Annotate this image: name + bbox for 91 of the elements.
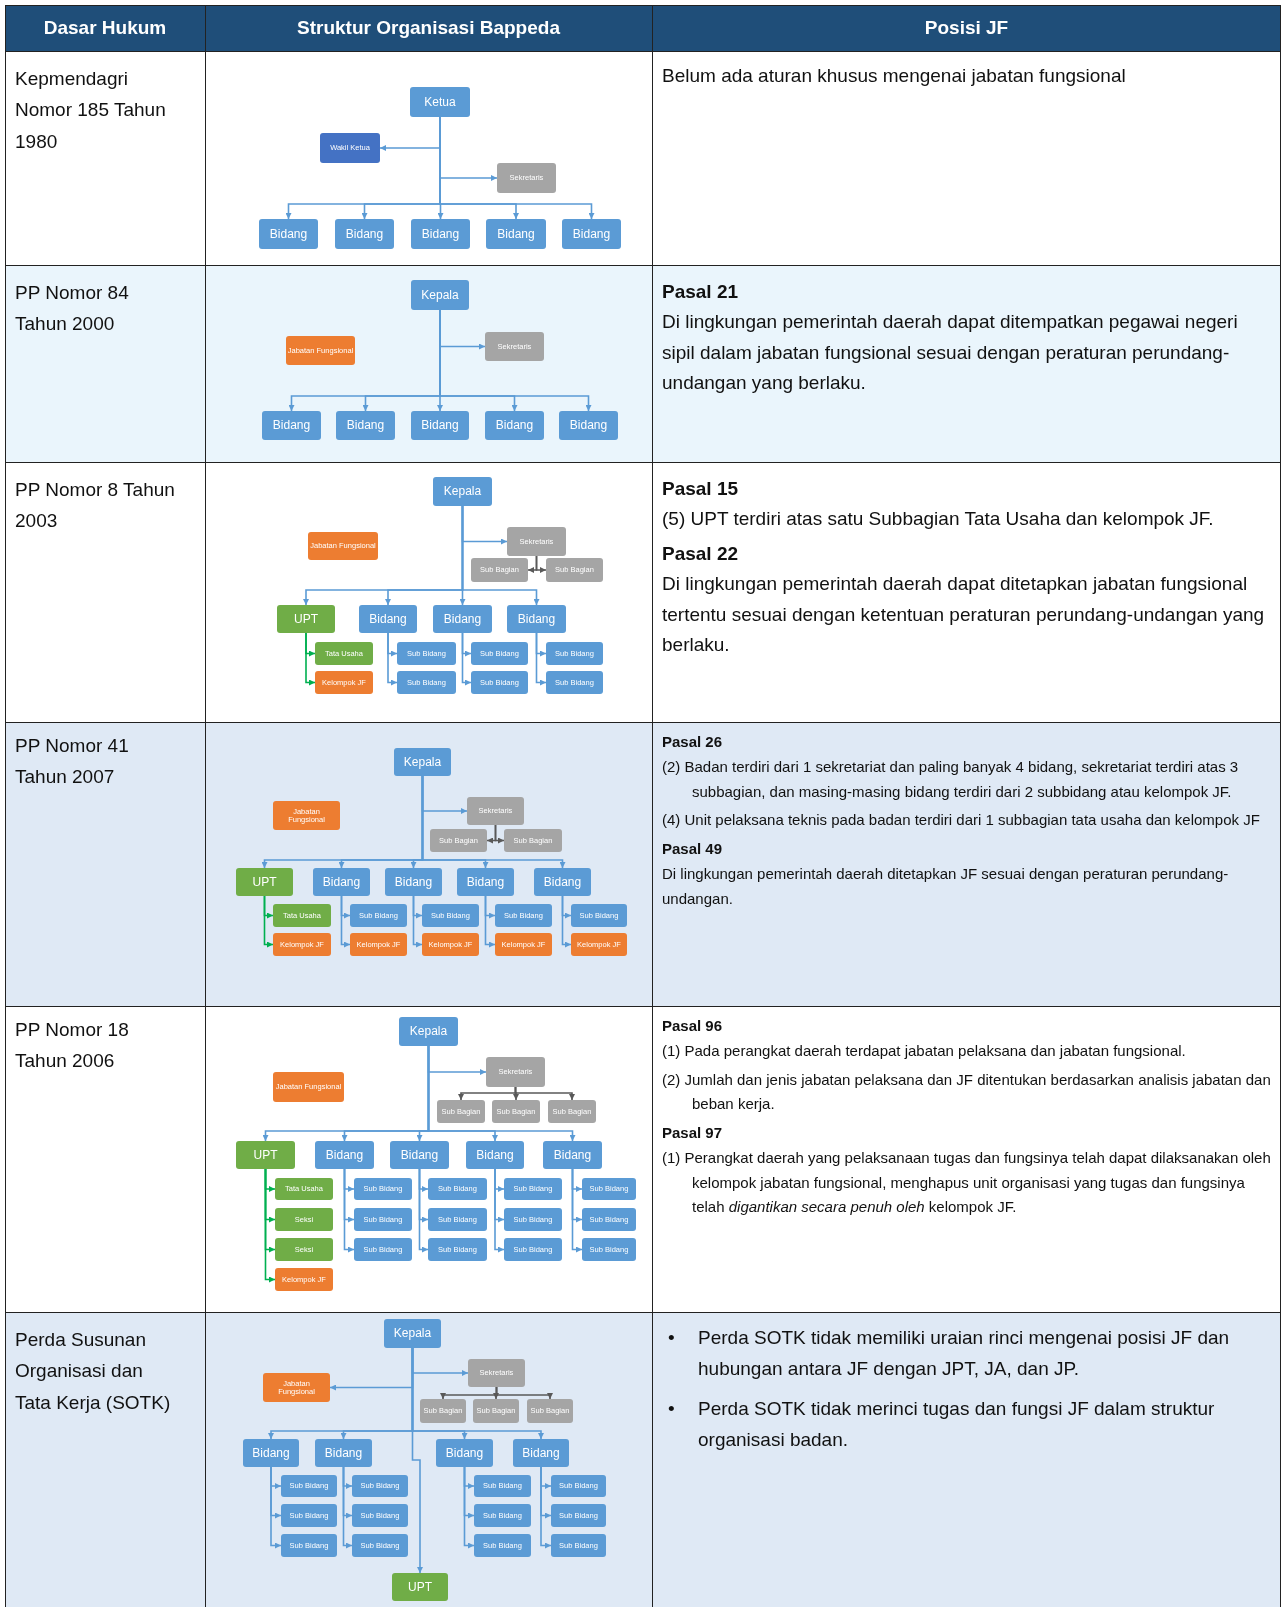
position-box: Bidang <box>534 868 591 896</box>
connector-arrow <box>535 632 547 686</box>
legal-basis-text: Kepmendagri Nomor 185 Tahun 1980 <box>15 67 167 154</box>
article-heading: Pasal 97 <box>662 1123 724 1143</box>
position-box: Bidang <box>411 411 469 440</box>
connector-arrow <box>342 1466 353 1549</box>
connector-arrow <box>439 309 592 412</box>
article-clause: (5) UPT terdiri atas satu Subbagian Tata Usaha dan kelompok JF. <box>662 507 1215 532</box>
connector-arrow <box>463 1466 475 1549</box>
position-box: Bidang <box>466 1141 524 1169</box>
position-box: Bidang <box>385 868 442 896</box>
connector-arrow <box>494 824 505 844</box>
connector-arrow <box>461 632 472 686</box>
article-clause: (2) Badan terdiri dari 1 sekretariat dan paling banyak 4 bidang, sekretariat terdiri atas 3 subbagian, dan masing-masing bidang terdiri dari 2 subbidang atau kelompok JF. <box>662 756 1240 802</box>
article-heading: Pasal 49 <box>662 839 724 859</box>
position-box: Kepala <box>399 1017 458 1046</box>
connector-arrow <box>484 895 496 948</box>
article-text: Belum ada aturan khusus mengenai jabatan fungsional <box>662 64 1127 88</box>
position-box: Bidang <box>335 219 394 249</box>
connector-arrow <box>495 1386 553 1400</box>
connector-arrow <box>561 895 572 948</box>
position-box: Kepala <box>384 1319 441 1348</box>
position-box: Bidang <box>390 1141 449 1169</box>
legal-basis-text: PP Nomor 8 Tahun 2003 <box>15 478 176 534</box>
connector-arrow <box>535 555 547 573</box>
article-text: Di lingkungan pemerintah daerah ditetapkan JF sesuai dengan peraturan perundang-undangan. <box>662 863 1230 909</box>
position-box: Bidang <box>543 1141 602 1169</box>
position-box: Bidang <box>336 411 395 440</box>
connector-arrow <box>571 1168 583 1253</box>
position-box: UPT <box>236 868 293 896</box>
position-box: Bidang <box>457 868 514 896</box>
position-box: Ketua <box>410 87 470 117</box>
bullet-point: Perda SOTK tidak memiliki uraian rinci mengenai posisi JF dan hubungan antara JF dengan JPT, JA, dan JP. <box>698 1326 1231 1382</box>
position-box: Bidang <box>559 411 618 440</box>
connector-arrow <box>461 505 540 606</box>
position-box: Bidang <box>259 219 318 249</box>
bullet-mark: • <box>668 1326 676 1350</box>
position-box: UPT <box>277 605 335 633</box>
bullet-mark: • <box>668 1396 676 1421</box>
column-header: Struktur Organisasi Bappeda <box>297 15 560 40</box>
position-box: Bidang <box>315 1141 374 1169</box>
connector-arrow <box>264 1168 276 1283</box>
legal-basis-text: PP Nomor 41 Tahun 2007 <box>15 734 130 790</box>
position-box: Bidang <box>486 219 546 249</box>
position-box: Bidang <box>243 1439 299 1467</box>
connector-arrow <box>411 1347 423 1574</box>
article-heading: Pasal 96 <box>662 1016 724 1036</box>
position-box: Kepala <box>411 280 469 310</box>
article-clause: (1) Pada perangkat daerah terdapat jabatan pelaksana dan jabatan fungsional. <box>662 1040 1187 1061</box>
connector-arrow <box>421 775 566 869</box>
position-box: Bidang <box>562 219 621 249</box>
article-clause: (4) Unit pelaksana teknis pada badan terdiri dari 1 subbagian tata usaha dan kelompok JF <box>662 810 1261 831</box>
legal-basis-text: PP Nomor 18 Tahun 2006 <box>15 1018 130 1074</box>
connector-arrow <box>412 895 423 948</box>
position-box: Bidang <box>411 219 470 249</box>
connector-arrow <box>387 632 398 686</box>
connector-arrow <box>439 116 595 220</box>
article-heading: Pasal 22 <box>662 541 740 566</box>
position-box: Bidang <box>315 1439 372 1467</box>
position-box: Bidang <box>436 1439 493 1467</box>
connector-arrow <box>418 1168 429 1253</box>
connector-arrow <box>514 1086 575 1101</box>
bullet-point: Perda SOTK tidak merinci tugas dan fungsi JF dalam struktur organisasi badan. <box>698 1396 1216 1453</box>
position-box: Bidang <box>262 411 321 440</box>
position-box: Bidang <box>359 605 417 633</box>
legal-basis-text: PP Nomor 84 Tahun 2000 <box>15 281 130 337</box>
position-box: Kepala <box>433 477 492 506</box>
position-box: Bidang <box>513 1439 569 1467</box>
connector-arrow <box>343 1168 355 1253</box>
position-box: Bidang <box>485 411 544 440</box>
position-box: Kepala <box>394 748 451 776</box>
article-clause: (2) Jumlah dan jenis jabatan pelaksana dan JF ditentukan berdasarkan analisis jabatan dan beban kerja. <box>662 1069 1271 1115</box>
column-header: Posisi JF <box>924 15 1009 40</box>
position-box: UPT <box>236 1141 295 1169</box>
position-box: Bidang <box>433 605 492 633</box>
connector-arrow <box>305 632 316 686</box>
connector-arrow <box>340 895 351 948</box>
column-header: Dasar Hukum <box>43 15 167 40</box>
article-heading: Pasal 26 <box>662 732 724 752</box>
article-text: Di lingkungan pemerintah daerah dapat ditempatkan pegawai negeri sipil dalam jabatan fungsional sesuai dengan peraturan perundang-undangan yang berlaku. <box>662 310 1239 396</box>
position-box: Bidang <box>507 605 566 633</box>
article-clause: (1) Perangkat daerah yang pelaksanaan tugas dan fungsinya telah dapat dilaksanakan oleh kelompok jabatan fungsional, menghapus unit organisasi yang tugas dan fungsinya telah digantikan secara penuh oleh kelompok JF. <box>662 1147 1271 1218</box>
article-heading: Pasal 15 <box>662 477 740 501</box>
position-box: UPT <box>392 1573 448 1601</box>
connector-arrow <box>494 1168 505 1253</box>
legal-basis-text: Perda Susunan Organisasi dan Tata Kerja (SOTK) <box>15 1328 172 1415</box>
article-text: Di lingkungan pemerintah daerah dapat ditetapkan jabatan fungsional tertentu sesuai dengan ketentuan peraturan perundang-undangan yang berlaku. <box>662 572 1266 657</box>
connector-arrow <box>427 1045 576 1142</box>
article-heading: Pasal 21 <box>662 280 740 304</box>
position-box: Bidang <box>313 868 370 896</box>
connector-arrow <box>263 895 274 948</box>
